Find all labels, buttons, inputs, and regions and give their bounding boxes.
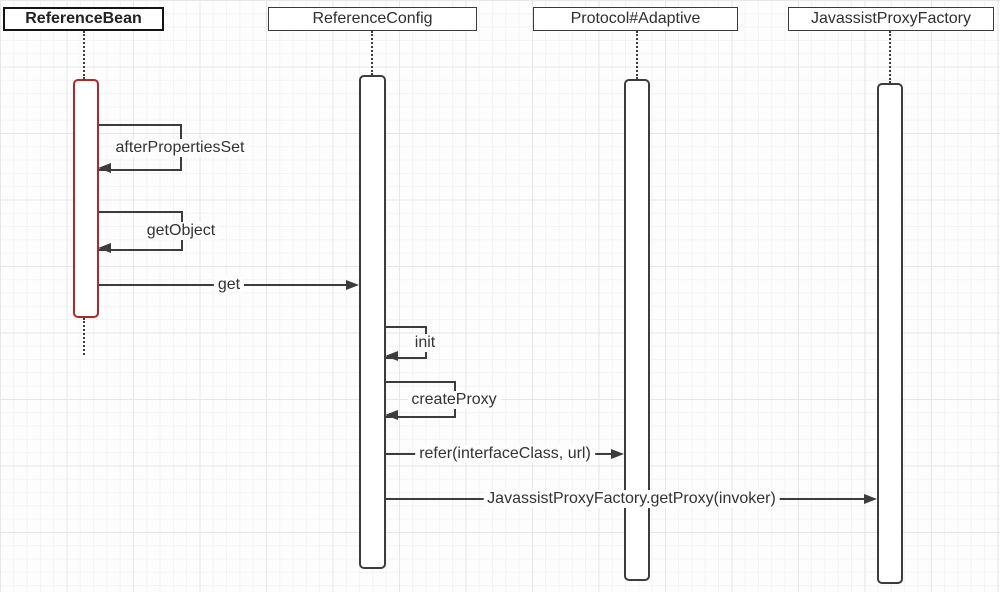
lifeline-reference-config [371, 31, 373, 75]
actor-header-protocol-adaptive[interactable]: Protocol#Adaptive [533, 7, 738, 31]
message-label[interactable]: createProxy [407, 390, 501, 409]
self-message-after-properties-set[interactable]: afterPropertiesSet [98, 124, 249, 173]
arrowhead-right-icon [864, 494, 877, 504]
self-message-get-object[interactable]: getObject [98, 211, 220, 253]
activation-bar-reference-config[interactable] [359, 75, 386, 569]
actor-name: JavassistProxyFactory [810, 10, 972, 27]
message-label[interactable]: get [213, 276, 245, 294]
arrowhead-left-icon [98, 243, 111, 253]
message-label[interactable]: afterPropertiesSet [111, 138, 249, 157]
arrowhead-left-icon [385, 351, 398, 361]
actor-name: Protocol#Adaptive [570, 10, 701, 27]
message-label[interactable]: refer(interfaceClass, url) [415, 445, 595, 463]
actor-header-reference-config[interactable]: ReferenceConfig [268, 7, 477, 31]
actor-name: ReferenceConfig [312, 10, 433, 27]
arrowhead-right-icon [611, 449, 624, 459]
activation-bar-reference-bean[interactable] [73, 79, 99, 318]
lifeline-javassist-proxy-factory [889, 31, 891, 83]
lifeline-reference-bean-stub [83, 318, 85, 355]
message-get-proxy[interactable]: JavassistProxyFactory.getProxy(invoker) [386, 490, 877, 508]
arrowhead-right-icon [346, 280, 359, 290]
actor-header-reference-bean[interactable]: ReferenceBean [3, 7, 164, 31]
message-refer[interactable]: refer(interfaceClass, url) [386, 445, 624, 463]
arrowhead-left-icon [385, 410, 398, 420]
message-label[interactable]: JavassistProxyFactory.getProxy(invoker) [483, 490, 780, 508]
message-get[interactable]: get [99, 276, 359, 294]
self-message-create-proxy[interactable]: createProxy [385, 381, 501, 420]
lifeline-reference-bean [83, 31, 85, 79]
actor-name: ReferenceBean [25, 10, 142, 27]
message-label[interactable]: getObject [142, 222, 220, 240]
actor-header-javassist-proxy-factory[interactable]: JavassistProxyFactory [788, 7, 994, 31]
lifeline-protocol-adaptive [636, 31, 638, 79]
message-label[interactable]: init [410, 333, 440, 352]
arrowhead-left-icon [98, 163, 111, 173]
self-message-init[interactable]: init [385, 326, 440, 361]
activation-bar-javassist-proxy-factory[interactable] [877, 83, 903, 584]
